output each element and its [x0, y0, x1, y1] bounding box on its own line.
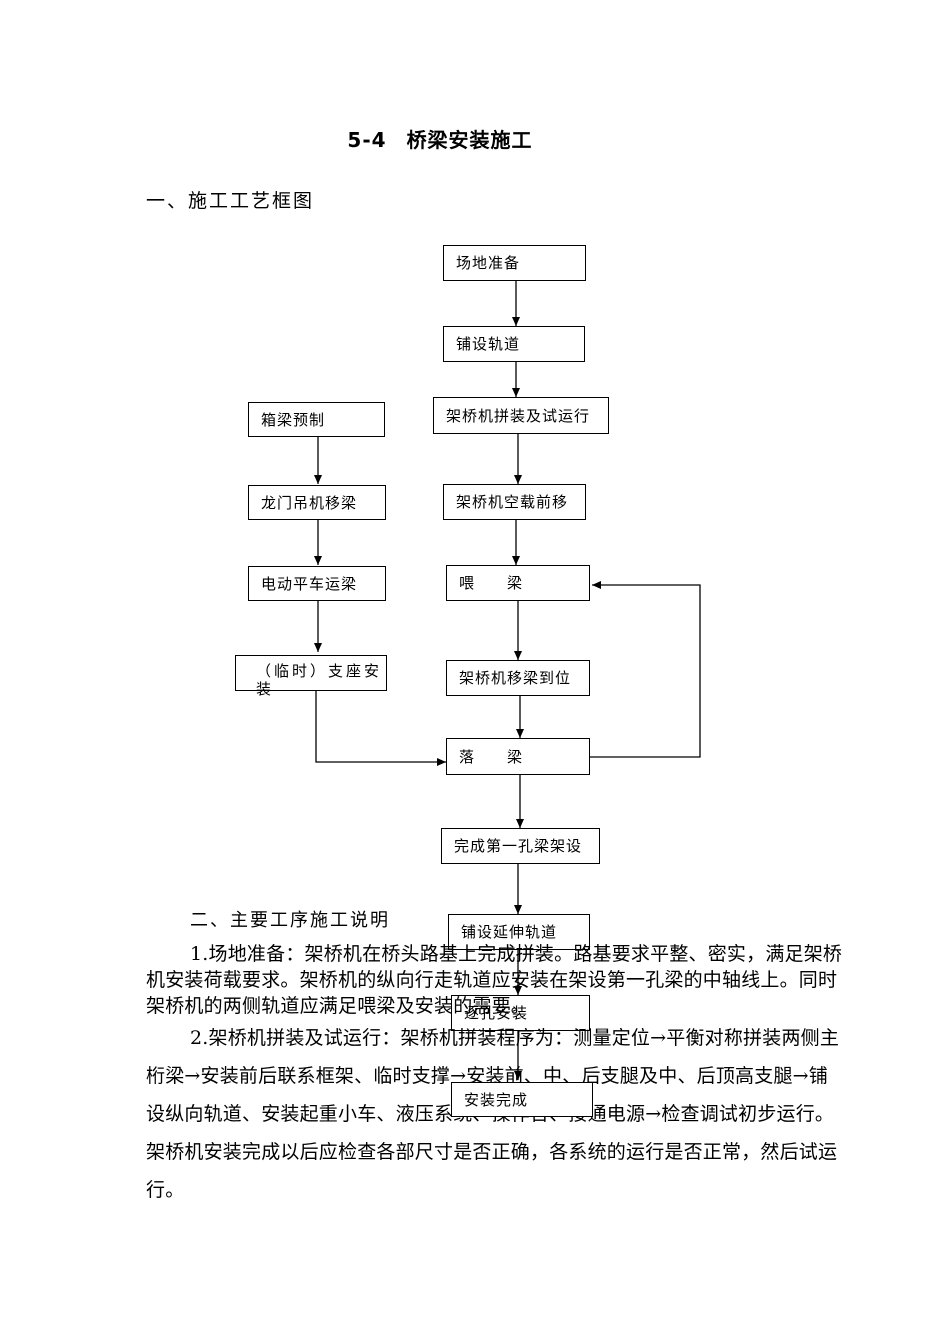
node-beam-in-position: 架桥机移梁到位	[446, 660, 590, 696]
page-title: 5-4 桥梁安装施工	[0, 124, 880, 153]
node-span-by-span-install: 逐孔安装	[451, 995, 590, 1031]
node-gantry-crane-move: 龙门吊机移梁	[248, 485, 386, 520]
paragraph-1-text: 1.场地准备：架桥机在桥头路基上完成拼装。路基要求平整、密实，满足架桥机安装荷载…	[146, 943, 843, 1017]
node-installation-complete: 安装完成	[451, 1082, 593, 1117]
paragraph-2-text: 2.架桥机拼装及试运行：架桥机拼装程序为：测量定位→平衡对称拼装两侧主桁梁→安装…	[146, 1027, 840, 1201]
node-lower-beam: 落 梁	[446, 738, 590, 775]
node-lay-track: 铺设轨道	[443, 326, 585, 362]
node-extend-track: 铺设延伸轨道	[448, 914, 590, 950]
node-erector-forward-move: 架桥机空载前移	[443, 484, 586, 520]
arrow-loop-back	[590, 581, 701, 758]
node-box-girder-precast: 箱梁预制	[248, 402, 385, 437]
section-title: 桥梁安装施工	[406, 128, 533, 152]
node-first-span-complete: 完成第一孔梁架设	[441, 828, 600, 864]
node-temporary-bearing-label: （临时）支座安装	[256, 662, 383, 698]
arrow-side-merge	[315, 691, 446, 766]
section2-heading: 二、主要工序施工说明	[190, 910, 390, 931]
node-temporary-bearing-install: （临时）支座安装	[235, 655, 387, 698]
paragraph-2: 2.架桥机拼装及试运行：架桥机拼装程序为：测量定位→平衡对称拼装两侧主桁梁→安装…	[146, 1019, 846, 1209]
node-bridge-erector-assembly: 架桥机拼装及试运行	[433, 397, 609, 434]
section-number: 5-4	[347, 128, 387, 152]
section1-heading: 一、施工工艺框图	[146, 190, 315, 212]
node-feed-beam: 喂 梁	[446, 565, 590, 601]
node-site-preparation: 场地准备	[443, 245, 586, 281]
paragraph-1: 1.场地准备：架桥机在桥头路基上完成拼装。路基要求平整、密实，满足架桥机安装荷载…	[146, 941, 846, 1019]
node-electric-flatcar: 电动平车运梁	[248, 566, 386, 601]
